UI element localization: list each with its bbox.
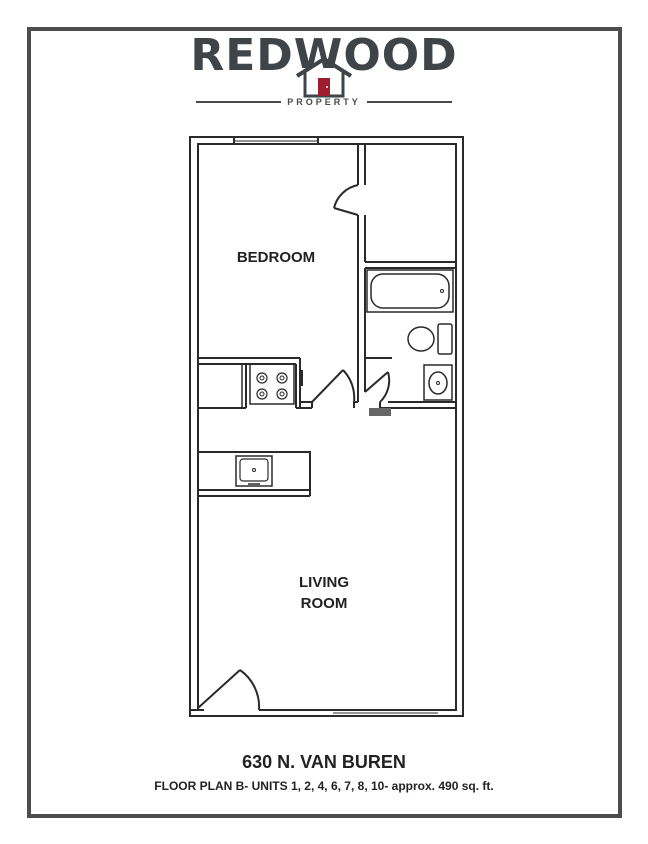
living-room-label: LIVING ROOM <box>274 572 374 614</box>
floor-plan-details: FLOOR PLAN B- UNITS 1, 2, 4, 6, 7, 8, 10… <box>154 779 494 793</box>
page-frame <box>27 27 622 818</box>
wall-stub <box>300 370 303 386</box>
logo-subtitle: PROPERTY <box>196 97 453 107</box>
interior-walls <box>198 144 456 409</box>
toilet <box>407 323 453 355</box>
bedroom-label-text: BEDROOM <box>236 249 316 266</box>
refrigerator <box>197 363 247 409</box>
bath-sink <box>423 364 453 401</box>
living-room-label-line2: ROOM <box>300 595 348 612</box>
entry-door <box>197 669 261 711</box>
stove <box>249 363 295 405</box>
outer-wall <box>189 136 464 717</box>
wall-heater <box>369 408 391 416</box>
logo-house-icon <box>295 56 353 98</box>
logo-subtitle-text: PROPERTY <box>287 97 361 107</box>
address: 630 N. VAN BUREN <box>242 752 406 772</box>
bottom-window <box>259 709 438 714</box>
bathtub <box>366 269 454 313</box>
living-room-label-line1: LIVING <box>298 574 349 591</box>
kitchen-counter <box>197 451 311 497</box>
bedroom-door <box>311 369 356 403</box>
bedroom-label: BEDROOM <box>226 247 326 268</box>
bath-door <box>364 357 392 403</box>
closet-door <box>333 184 359 216</box>
